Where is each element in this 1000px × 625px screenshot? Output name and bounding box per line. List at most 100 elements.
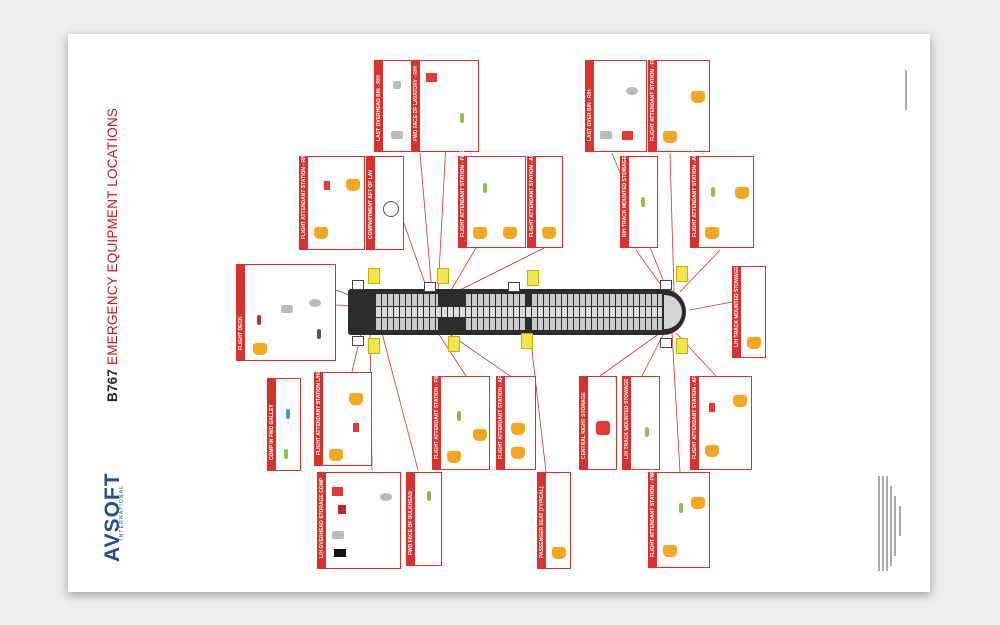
box-rh-track-mounted: R/H TRACK MOUNTED STOWAGE [620,156,658,248]
life-vest-icon [663,545,677,557]
box-lh-track-right: L/H TRACK MOUNTED STOWAGE [732,266,766,358]
box-title: L/H TRACK MOUNTED STOWAGE [624,378,630,459]
box-title: FLIGHT ATTENDANT STATION - FWD [650,53,656,141]
oxygen-bottle-icon [600,131,612,139]
life-vest-icon [511,423,525,435]
life-vest-icon [511,447,525,459]
box-fa-station-rhd: FLIGHT ATTENDANT STATION - R/HD [299,150,365,250]
exit-sign [508,282,520,292]
box-title: FLIGHT ATTENDANT STATION L/HD [316,369,322,455]
smoke-hood-icon [626,87,638,95]
life-vest-icon [346,179,360,191]
box-title: FLIGHT ATTENDANT STATION - FWD [434,371,440,459]
exit-sign [660,338,672,348]
fire-extinguisher-icon [679,503,683,513]
box-title: R/H TRACK MOUNTED STOWAGE [622,155,628,237]
box-last-overhead: LAST OVERHEAD BIN - R/H [374,60,412,152]
life-vest-icon [349,393,363,405]
life-vest-icon [447,451,461,463]
exit-sign [424,282,436,292]
box-title: FLIGHT ATTENDANT STATION - R/HD [301,150,307,239]
fire-extinguisher-icon [457,411,461,421]
box-title: FWD FACE OF BULKHEAD [408,491,414,555]
box-passenger-seat: PASSENGER SEAT (TYPICAL) [537,472,571,569]
wheelchair-icon [383,201,399,217]
demo-kit-icon [332,531,344,539]
box-flight-deck: FLIGHT DECK [236,264,336,361]
first-aid-kit-icon [622,131,633,140]
box-compartment-aft-lav: COMPARTMENT AFT OF LAV [366,156,404,250]
box-title: L/H TRACK MOUNTED STOWAGE [734,266,740,347]
box-title: FLIGHT ATTENDANT STATION - AFT [529,150,535,237]
fire-extinguisher-icon [427,491,431,501]
exit-sign [660,280,672,290]
defibrillator-icon [334,549,346,557]
first-aid-kit-icon [332,487,343,496]
box-fa-station-lh: FLIGHT ATTENDANT STATION L/HD [314,369,372,466]
doc-number [905,70,907,110]
door-r2 [448,336,460,352]
door-l3 [527,270,539,286]
life-vest-icon [663,131,677,143]
axe-icon [257,315,261,325]
box-fa-station-aft-lower: FLIGHT ATTENDANT STATION - AFT [690,372,752,470]
box-title: FLIGHT ATTENDANT STATION - FWD [460,149,466,237]
life-vest-icon [705,445,719,457]
fire-extinguisher-icon [284,449,288,459]
box-fwd-galley: COMP IN FWD GALLEY [267,378,301,471]
door-l2 [437,268,449,284]
box-fwd-face-lav: FWD FACE OF LAVATORY - R/H [411,60,479,152]
box-title: FLIGHT ATTENDANT STATION - FWD [650,469,656,557]
life-vest-icon [473,429,487,441]
megaphone-icon [338,505,346,514]
fire-extinguisher-icon [641,197,645,207]
door-l1 [368,268,380,284]
box-fa-station-aft-upper: FLIGHT ATTENDANT STATION - AFT [527,151,563,248]
box-fa-station-aft-l2: FLIGHT ATTENDANT STATION - AFT [496,372,536,470]
box-title: LAST OVERHEAD BIN - R/H [376,75,382,141]
box-title: L/H OVERHEAD STORAGE COMP [319,477,325,558]
box-fa-station-fwd-upper: FLIGHT ATTENDANT STATION - FWD [458,149,526,248]
portable-oxygen-icon [393,81,401,89]
first-aid-kit-icon [426,73,437,82]
life-vest-icon [314,227,328,239]
life-vest-icon [473,227,487,239]
life-vest-icon [735,187,749,199]
box-fa-station-fwd-l2: FLIGHT ATTENDANT STATION - FWD [432,371,490,470]
box-title: COMP IN FWD GALLEY [269,404,275,460]
flashlight-icon [353,423,359,432]
life-vest-icon [733,395,747,407]
box-fa-station-aft-right: FLIGHT ATTENDANT STATION - AFT [690,151,754,248]
life-vest-icon [691,497,705,509]
life-vest-icon [542,227,556,239]
slide-raft-icon [596,421,610,435]
oxygen-mask-icon [309,299,321,307]
door-l4 [676,266,688,282]
life-vest-icon [253,343,267,355]
box-central-storage: CENTRAL RIGHT STORAGE [579,376,617,470]
disclaimer-lines [878,476,901,571]
box-title: COMPARTMENT AFT OF LAV [368,169,374,239]
fire-extinguisher-icon [711,187,715,197]
box-overhead-storage: L/H OVERHEAD STORAGE COMP [317,472,401,569]
flashlight-icon [317,329,321,339]
fire-extinguisher-icon [483,183,487,193]
box-title: FLIGHT DECK [238,316,244,350]
fire-extinguisher-icon [460,113,464,123]
box-title: FLIGHT ATTENDANT STATION - AFT [498,372,504,459]
box-title: FLIGHT ATTENDANT STATION - AFT [692,372,698,459]
life-vest-icon [747,337,761,349]
box-last-overhead-rh: LAST OVER BIN - R/H [585,60,647,152]
box-title: LAST OVER BIN - R/H [587,89,593,141]
box-fa-station-fwd-right: FLIGHT ATTENDANT STATION - FWD [648,53,710,152]
flashlight-icon [324,181,330,190]
fire-extinguisher-icon [645,427,649,437]
box-title: FWD FACE OF LAVATORY - R/H [413,66,419,141]
exit-sign [352,280,364,290]
flashlight-icon [709,403,715,412]
aircraft-fuselage [348,289,686,335]
life-vest-icon [329,449,343,461]
door-r3 [521,333,533,349]
life-vest-icon [691,91,705,103]
life-vest-icon [503,227,517,239]
